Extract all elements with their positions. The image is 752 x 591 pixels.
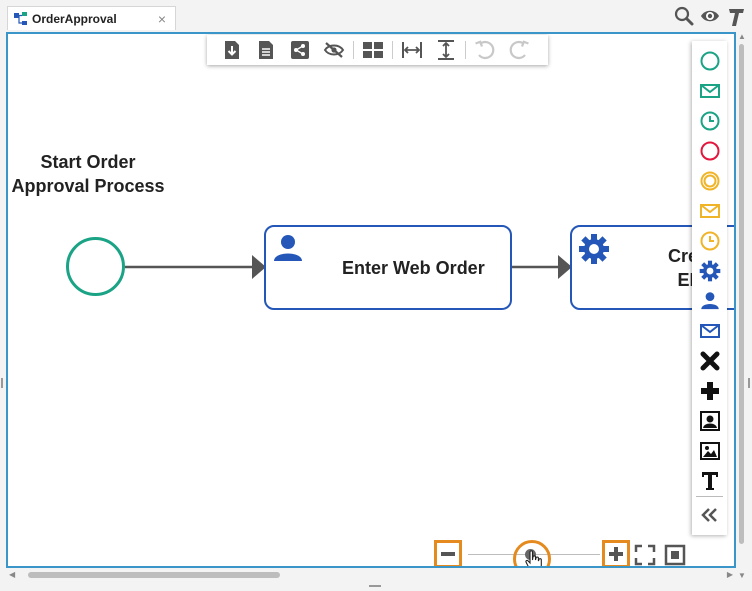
start-event-icon[interactable]	[698, 49, 722, 73]
toolbar-separator	[465, 41, 466, 59]
scroll-right-arrow[interactable]: ▶	[726, 570, 733, 579]
horizontal-scrollbar[interactable]: ◀ ▶	[6, 569, 736, 582]
download-icon[interactable]	[215, 37, 249, 63]
close-icon[interactable]: ×	[157, 10, 167, 27]
intermediate-timer-icon[interactable]	[698, 229, 722, 253]
contact-icon[interactable]	[698, 409, 722, 433]
hand-cursor-icon	[525, 550, 542, 566]
message-start-icon[interactable]	[698, 79, 722, 103]
fit-width-icon[interactable]	[395, 37, 429, 63]
send-task-icon[interactable]	[698, 319, 722, 343]
layout-grid-icon[interactable]	[356, 37, 390, 63]
vertical-scrollbar[interactable]: ▲ ▼	[737, 32, 747, 580]
scroll-left-arrow[interactable]: ◀	[9, 570, 16, 579]
hide-icon[interactable]	[317, 37, 351, 63]
service-task-icon[interactable]	[698, 259, 722, 283]
zoom-out-button[interactable]	[434, 540, 462, 566]
start-label-line2: Approval Process	[11, 176, 165, 196]
fullscreen-icon[interactable]	[634, 544, 656, 566]
fit-height-icon[interactable]	[429, 37, 463, 63]
zoom-controls	[434, 538, 694, 566]
image-icon[interactable]	[698, 439, 722, 463]
palette-separator	[696, 496, 723, 497]
user-task-icon[interactable]	[698, 289, 722, 313]
share-icon[interactable]	[283, 37, 317, 63]
canvas-toolbar	[207, 35, 548, 65]
undo-icon[interactable]	[468, 37, 502, 63]
text-format-icon[interactable]	[726, 6, 746, 26]
timer-start-icon[interactable]	[698, 109, 722, 133]
sequence-flows	[125, 255, 572, 279]
sequence-flow-1[interactable]	[125, 255, 266, 279]
tab-order-approval[interactable]: OrderApproval ×	[7, 6, 176, 30]
intermediate-message-icon[interactable]	[698, 199, 722, 223]
shape-palette	[692, 41, 727, 535]
zoom-slider-highlight	[513, 540, 551, 566]
end-event-icon[interactable]	[698, 139, 722, 163]
diagram-canvas[interactable]: Start Order Approval Process Enter Web O…	[6, 32, 736, 568]
right-resize-grip[interactable]	[748, 378, 750, 388]
task-label: Enter Web Order	[342, 258, 485, 278]
scroll-down-arrow[interactable]: ▼	[738, 571, 746, 580]
start-event[interactable]	[66, 237, 125, 296]
task-enter-web-order[interactable]: Enter Web Order	[264, 225, 512, 310]
horizontal-scroll-thumb[interactable]	[28, 572, 280, 578]
text-icon[interactable]	[698, 469, 722, 493]
service-task-icon	[579, 234, 609, 264]
eye-icon[interactable]	[700, 6, 720, 26]
fit-to-screen-icon[interactable]	[664, 544, 686, 566]
user-task-icon	[274, 235, 302, 261]
search-icon[interactable]	[674, 6, 694, 26]
tab-title: OrderApproval	[32, 11, 117, 26]
collapse-icon[interactable]	[698, 503, 722, 527]
top-tools	[674, 6, 746, 26]
bottom-resize-grip[interactable]	[369, 585, 381, 587]
start-label-line1: Start Order	[40, 152, 136, 172]
zoom-in-button[interactable]	[602, 540, 630, 566]
redo-icon[interactable]	[502, 37, 536, 63]
process-icon	[14, 11, 27, 25]
intermediate-event-icon[interactable]	[698, 169, 722, 193]
scroll-up-arrow[interactable]: ▲	[738, 32, 746, 41]
vertical-scroll-thumb[interactable]	[739, 44, 744, 544]
exclusive-gateway-icon[interactable]	[698, 349, 722, 373]
tab-bar: OrderApproval ×	[0, 0, 752, 32]
toolbar-separator	[353, 41, 354, 59]
sequence-flow-2[interactable]	[512, 255, 572, 279]
document-icon[interactable]	[249, 37, 283, 63]
start-event-label: Start Order Approval Process	[8, 150, 168, 198]
parallel-gateway-icon[interactable]	[698, 379, 722, 403]
toolbar-separator	[392, 41, 393, 59]
left-resize-grip[interactable]	[1, 378, 3, 388]
